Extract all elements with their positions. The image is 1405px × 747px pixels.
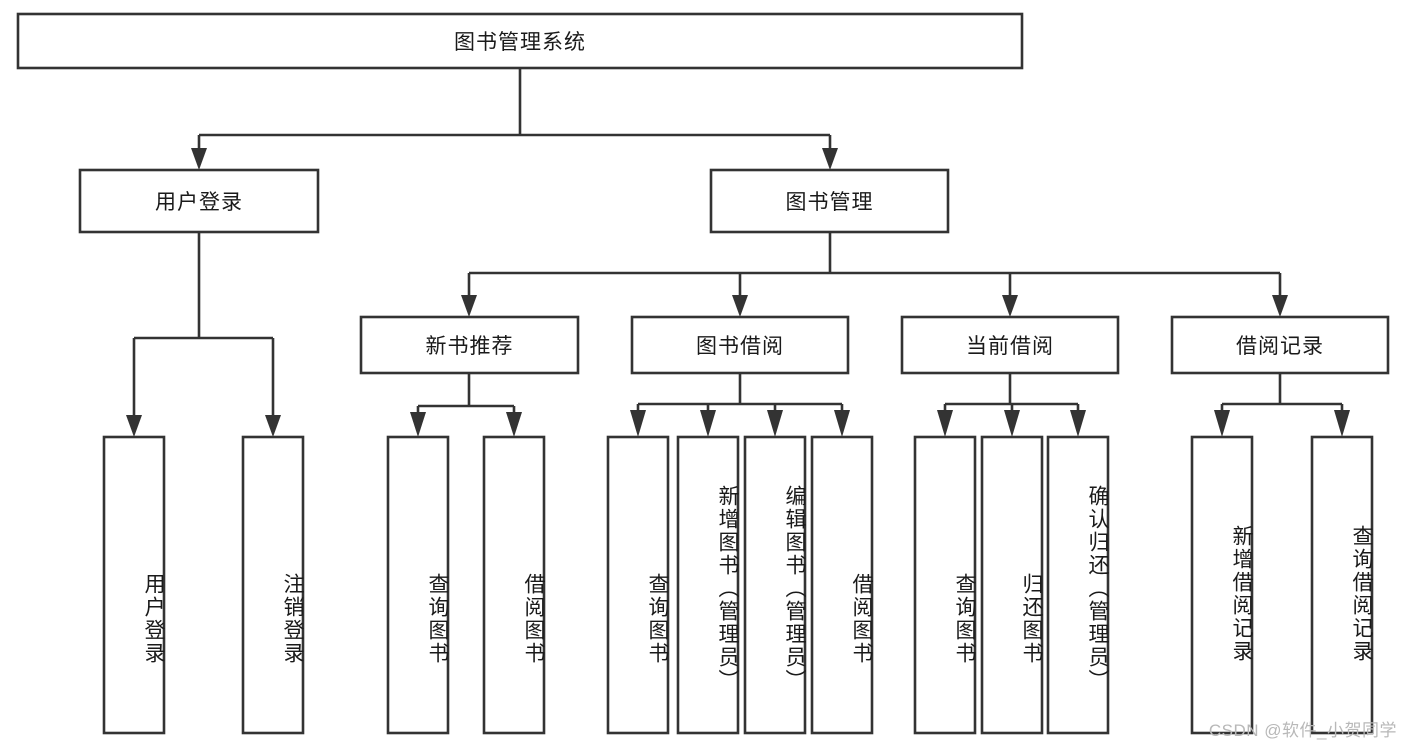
- node-leaf-return-book-box[interactable]: [980, 435, 1044, 735]
- arrow-head-leaf-edit-book: [767, 410, 783, 437]
- arrow-head-leaf-query-book-2: [630, 410, 646, 437]
- arrow-head-leaf-add-book: [700, 410, 716, 437]
- arrow-head-leaf-query-record: [1334, 410, 1350, 437]
- node-leaf-query-book-2-box[interactable]: [606, 435, 670, 735]
- connectors-newbook-to-leaves: [410, 373, 522, 437]
- arrow-head-new-book-recommend: [461, 295, 477, 317]
- connectors-borrowrecord-to-leaves: [1214, 373, 1350, 437]
- connectors-root-to-level2: [191, 68, 838, 170]
- node-leaf-edit-book-box[interactable]: [743, 435, 807, 735]
- arrow-head-book-management: [822, 148, 838, 170]
- node-new-book-recommend-box[interactable]: [359, 315, 580, 375]
- node-leaf-add-record-box[interactable]: [1190, 435, 1254, 735]
- node-leaf-query-record-box[interactable]: [1310, 435, 1374, 735]
- node-current-borrow-box[interactable]: [900, 315, 1120, 375]
- connectors-userlogin-to-leaves: [126, 232, 281, 437]
- node-leaf-query-book-1-box[interactable]: [386, 435, 450, 735]
- connectors-bookmgmt-to-level3: [461, 232, 1288, 317]
- arrow-head-leaf-logout: [265, 415, 281, 437]
- arrow-head-leaf-query-book-3: [937, 410, 953, 437]
- arrow-head-leaf-borrow-book-1: [506, 412, 522, 437]
- node-leaf-logout-box[interactable]: [241, 435, 305, 735]
- arrow-head-current-borrow: [1002, 295, 1018, 317]
- node-book-borrow-box[interactable]: [630, 315, 850, 375]
- arrow-head-leaf-add-record: [1214, 410, 1230, 437]
- node-leaf-add-book-box[interactable]: [676, 435, 740, 735]
- node-leaf-user-login-box[interactable]: [102, 435, 166, 735]
- node-root-box[interactable]: [16, 12, 1024, 70]
- arrow-head-leaf-user-login: [126, 415, 142, 437]
- arrow-head-borrow-record: [1272, 295, 1288, 317]
- node-user-login-box[interactable]: [78, 168, 320, 234]
- arrow-head-book-borrow: [732, 295, 748, 317]
- arrow-head-leaf-query-book-1: [410, 412, 426, 437]
- node-leaf-borrow-book-1-box[interactable]: [482, 435, 546, 735]
- node-leaf-borrow-book-2-box[interactable]: [810, 435, 874, 735]
- arrow-head-leaf-borrow-book-2: [834, 410, 850, 437]
- node-book-management-box[interactable]: [709, 168, 950, 234]
- node-leaf-confirm-return-box[interactable]: [1046, 435, 1110, 735]
- connectors-currentborrow-to-leaves: [937, 373, 1086, 437]
- connectors-bookborrow-to-leaves: [630, 373, 850, 437]
- node-borrow-record-box[interactable]: [1170, 315, 1390, 375]
- arrow-head-leaf-confirm-return: [1070, 410, 1086, 437]
- arrow-head-user-login: [191, 148, 207, 170]
- arrow-head-leaf-return-book: [1004, 410, 1020, 437]
- node-leaf-query-book-3-box[interactable]: [913, 435, 977, 735]
